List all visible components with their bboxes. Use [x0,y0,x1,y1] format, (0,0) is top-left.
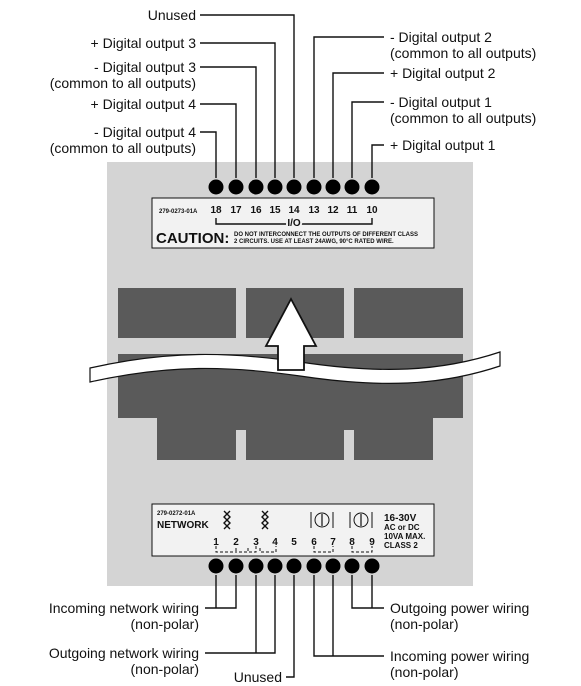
io-pin-11: 11 [347,205,358,216]
leader-plus-out3 [200,42,276,178]
label-incoming-power-line1: Incoming power wiring [390,648,529,664]
label-plus-out4: + Digital output 4 [91,96,197,112]
label-minus-out1-line2: (common to all outputs) [390,110,536,126]
io-part-number: 279-0273-01A [159,209,198,215]
terminal-11 [344,179,360,195]
leader-minus-out4 [200,131,217,178]
power-spec-voltage: 16-30V [384,513,417,524]
net-pin-6: 6 [311,537,317,548]
leader-plus-out2 [332,72,384,178]
label-plus-out3: + Digital output 3 [91,35,197,51]
power-symbol-icon-1 [310,512,334,528]
leader-outgoing-power [351,575,384,609]
label-outgoing-network-line1: Outgoing network wiring [49,645,199,661]
terminal-4 [267,558,283,574]
leader-minus-out2 [313,36,384,178]
leader-incoming-network [205,575,237,609]
label-plus-out2: + Digital output 2 [390,65,496,81]
terminal-13 [306,179,322,195]
terminal-10 [364,179,380,195]
leader-minus-out3 [200,66,257,178]
label-outgoing-network-line2: (non-polar) [131,661,199,677]
io-label-panel [151,197,435,249]
leader-unused-top [200,14,295,178]
terminal-5 [286,558,302,574]
label-unused-bottom: Unused [234,669,282,685]
terminal-8 [344,558,360,574]
label-incoming-power-line2: (non-polar) [390,664,458,680]
net-pin-4: 4 [272,537,278,548]
net-pin-9: 9 [369,537,375,548]
label-minus-out1-line1: - Digital output 1 [390,94,492,110]
label-unused-top: Unused [148,7,196,23]
label-minus-out2-line1: - Digital output 2 [390,29,492,45]
label-minus-out3-line2: (common to all outputs) [50,75,196,91]
net-pin-8: 8 [349,537,355,548]
label-minus-out3-line1: - Digital output 3 [94,59,196,75]
leader-unused-bottom [286,575,295,678]
leader-plus-out1 [371,144,384,178]
io-pin-13: 13 [308,205,320,216]
power-symbol-icon-2 [349,512,373,528]
network-part-number: 279-0272-01A [157,511,196,517]
terminal-2 [228,558,244,574]
terminal-14 [286,179,302,195]
net-pin-2: 2 [233,537,239,548]
power-spec: 16-30V AC or DC 10VA MAX. CLASS 2 [384,513,425,550]
terminal-15 [267,179,283,195]
caution-line-2: 2 CIRCUITS. USE AT LEAST 24AWG, 90°C RAT… [234,239,394,245]
terminal-17 [228,179,244,195]
twisted-pair-icon-2 [261,510,269,530]
net-pin-3: 3 [253,537,259,548]
terminal-3 [248,558,264,574]
power-spec-class: CLASS 2 [384,541,418,550]
label-plus-out1: + Digital output 1 [390,137,496,153]
pair-bracket-power [313,546,373,553]
leader-incoming-power [313,575,384,657]
top-terminal-row [208,179,380,195]
caution-word: CAUTION: [156,230,229,247]
net-pin-5: 5 [291,537,297,548]
network-label-panel [151,503,435,557]
terminal-12 [325,179,341,195]
io-pin-18: 18 [210,205,222,216]
network-pin-numbers: 1 2 3 4 5 6 7 8 9 [213,537,375,548]
io-pin-16: 16 [250,205,262,216]
power-spec-rating: 10VA MAX. [384,532,425,541]
io-pin-14: 14 [288,205,300,216]
io-pin-numbers: 18 17 16 15 14 13 12 11 10 [210,205,378,216]
label-incoming-network-line2: (non-polar) [131,616,199,632]
terminal-6 [306,558,322,574]
io-bracket [215,218,373,225]
label-minus-out4-line1: - Digital output 4 [94,124,196,140]
terminal-9 [364,558,380,574]
label-minus-out4-line2: (common to all outputs) [50,140,196,156]
label-outgoing-power-line2: (non-polar) [390,616,458,632]
net-pin-7: 7 [330,537,336,548]
leader-minus-out1 [351,101,384,178]
terminal-16 [248,179,264,195]
caution-line-1: DO NOT INTERCONNECT THE OUTPUTS OF DIFFE… [234,232,418,238]
twisted-pair-icon-1 [223,510,231,530]
leader-outgoing-network [205,575,276,654]
label-minus-out2-line2: (common to all outputs) [390,45,536,61]
bottom-terminal-row [208,558,380,574]
label-incoming-network-line1: Incoming network wiring [49,600,199,616]
terminal-18 [208,179,224,195]
terminal-1 [208,558,224,574]
io-label: I/O [287,218,301,229]
network-label: NETWORK [157,520,209,531]
pair-bracket-network [215,546,277,553]
label-outgoing-power-line1: Outgoing power wiring [390,600,529,616]
power-spec-type: AC or DC [384,523,420,532]
io-pin-12: 12 [327,205,339,216]
leader-plus-out4 [200,103,237,178]
io-pin-15: 15 [269,205,281,216]
io-pin-17: 17 [230,205,242,216]
net-pin-1: 1 [213,537,219,548]
terminal-7 [325,558,341,574]
io-pin-10: 10 [366,205,378,216]
up-arrow-icon [264,297,318,371]
